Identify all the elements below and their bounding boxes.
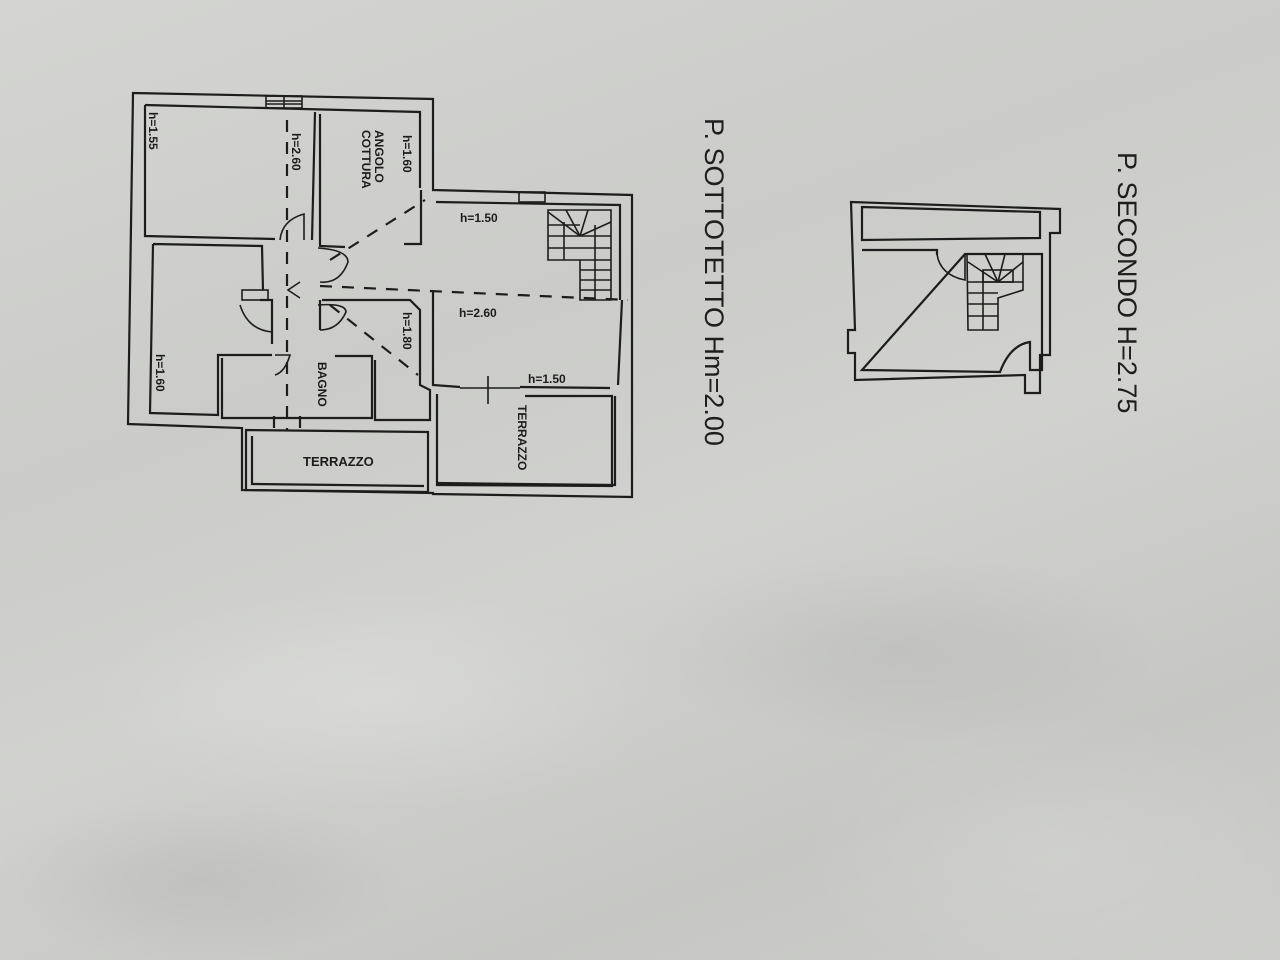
- outer-wall: [126, 91, 634, 499]
- height-label: h=1.60: [400, 135, 414, 173]
- door-swing: [239, 304, 273, 333]
- door-swing: [317, 303, 347, 331]
- height-label: h=1.50: [460, 211, 498, 225]
- outer-wall-inner: [144, 103, 624, 487]
- room-label: TERRAZZO: [303, 454, 374, 469]
- door-swing: [936, 253, 966, 281]
- wall-living: [431, 290, 611, 390]
- plan-title-secondo: P. SECONDO H=2.75: [1112, 152, 1142, 413]
- plan-sottotetto: [126, 91, 634, 499]
- height-label: h=1.55: [146, 112, 160, 150]
- height-line: [329, 199, 426, 261]
- room-label: BAGNO: [315, 362, 329, 407]
- terrazzo-right: [435, 394, 614, 488]
- wall-room-bottom-left: [148, 242, 274, 417]
- door-swing: [279, 212, 305, 241]
- wall-angolo-cottura: [318, 114, 423, 249]
- plan-secondo: [846, 200, 1062, 395]
- height-label: h=2.60: [289, 133, 303, 171]
- height-label: h=1.50: [528, 372, 566, 386]
- staircase-icon: [518, 191, 612, 301]
- height-label: h=2.60: [459, 306, 497, 320]
- height-label: h=1.60: [153, 354, 167, 392]
- height-line: [329, 304, 419, 376]
- room-label: COTTURA: [359, 130, 373, 189]
- wall-bagno: [220, 354, 374, 428]
- height-label: h=1.80: [400, 312, 414, 350]
- plan-title-sottotetto: P. SOTTOTETTO Hm=2.00: [699, 118, 729, 446]
- arrow-icon: [286, 281, 301, 299]
- room-label: ANGOLO: [372, 130, 386, 183]
- door-swing: [317, 247, 349, 283]
- room-label: TERRAZZO: [515, 405, 529, 470]
- door-swing: [274, 354, 292, 376]
- height-line: [319, 284, 629, 302]
- terrazzo-bottom: [244, 428, 430, 494]
- room-labels: h=1.55 h=2.60 ANGOLO COTTURA h=1.60 h=1.…: [146, 112, 566, 470]
- staircase-icon: [966, 253, 1024, 331]
- wall-room-top-left: [143, 105, 317, 241]
- outer-wall: [846, 200, 1062, 395]
